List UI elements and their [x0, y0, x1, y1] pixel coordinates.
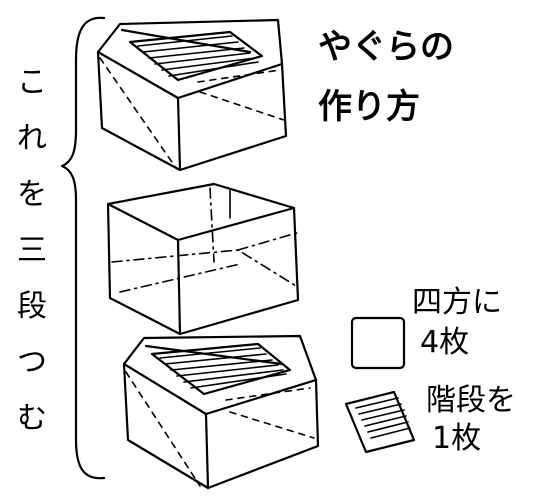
legend-stair-line-1: 階段を	[426, 383, 516, 418]
brace-caption-char: つ	[17, 345, 47, 380]
side-panel-icon	[350, 316, 406, 370]
top-tier-box	[96, 18, 288, 172]
title-line-1: やぐらの	[318, 27, 454, 67]
brace-caption-char: 段	[17, 289, 47, 324]
bottom-tier-box	[122, 334, 320, 490]
brace-caption-char: 三	[17, 233, 47, 268]
brace-caption-char: む	[17, 401, 47, 436]
legend-stair-line-2: 1枚	[432, 421, 481, 456]
curly-brace	[60, 16, 106, 480]
middle-tier-box	[106, 182, 301, 336]
brace-caption-char: れ	[17, 121, 47, 156]
stair-panel	[128, 30, 264, 82]
brace-caption-char: こ	[17, 65, 47, 100]
legend-side-panel: 四方に 4枚	[350, 285, 502, 370]
title-line-2: 作り方	[318, 87, 420, 127]
legend-side-line-1: 四方に	[412, 285, 502, 320]
legend-side-line-2: 4枚	[420, 325, 469, 360]
stair-panel-icon	[344, 390, 416, 454]
brace-caption-char: を	[17, 177, 47, 212]
legend-stair-panel: 階段を 1枚	[344, 383, 516, 456]
stair-panel-bottom	[150, 342, 292, 396]
